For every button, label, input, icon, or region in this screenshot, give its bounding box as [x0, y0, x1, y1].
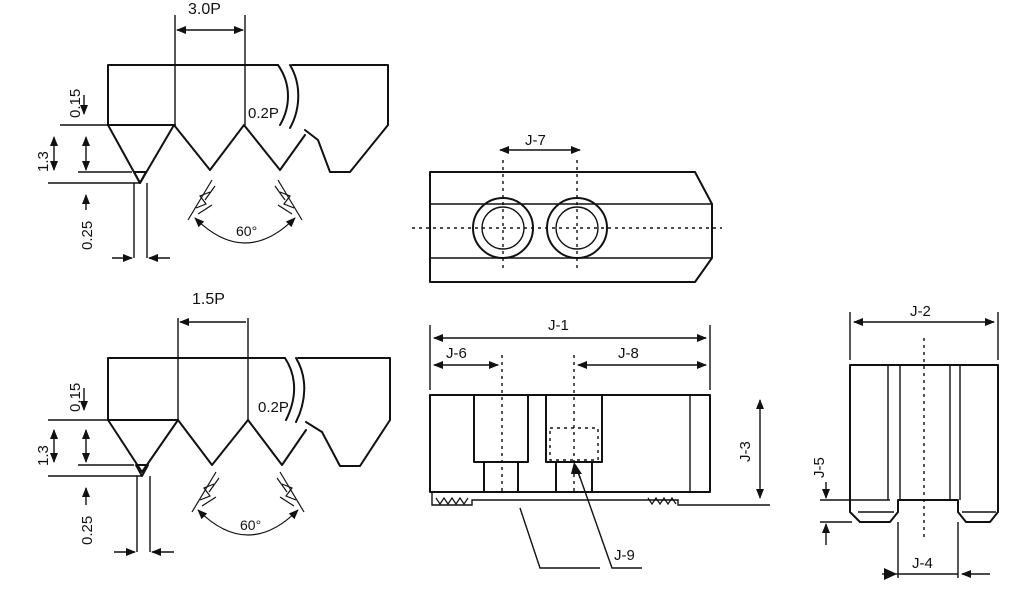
dim-j6-label: J-6 [446, 345, 467, 362]
angle-label: 60° [240, 517, 261, 533]
dim-j7-label: J-7 [525, 132, 546, 149]
dim-height-label: 1.3 [35, 445, 52, 466]
dim-bottom-label: 0.25 [79, 221, 96, 250]
dim-j1-label: J-1 [548, 317, 569, 334]
dim-j2-label: J-2 [910, 303, 931, 320]
flat-label: 0.2P [258, 399, 289, 416]
jaw-side-view: J-1 J-6 J-8 J-3 J-9 [429, 317, 770, 569]
tooth-profile-bottom: 1.5P 0.2P 60° 0.15 1.3 0.25 [35, 291, 391, 556]
dim-j4-label: J-4 [912, 555, 933, 572]
angle-label: 60° [236, 223, 257, 239]
tooth-profile-top: 3.0P 0.2P 60° 0.15 1.3 0.25 [35, 1, 389, 262]
dim-j8-label: J-8 [618, 345, 639, 362]
pitch-label: 1.5P [192, 291, 225, 308]
dim-j3-label: J-3 [737, 441, 754, 462]
dim-height-label: 1.3 [35, 151, 52, 172]
dim-top-label: 0.15 [67, 89, 84, 118]
dim-bottom-label: 0.25 [79, 516, 96, 545]
pitch-label: 3.0P [188, 1, 221, 18]
dim-j9-label: J-9 [614, 547, 635, 564]
jaw-end-view: J-2 J-5 J-4 [811, 303, 999, 580]
flat-label: 0.2P [248, 105, 279, 122]
dim-j5-label: J-5 [811, 457, 828, 478]
dim-top-label: 0.15 [67, 383, 84, 412]
jaw-top-view: J-7 [412, 132, 722, 283]
